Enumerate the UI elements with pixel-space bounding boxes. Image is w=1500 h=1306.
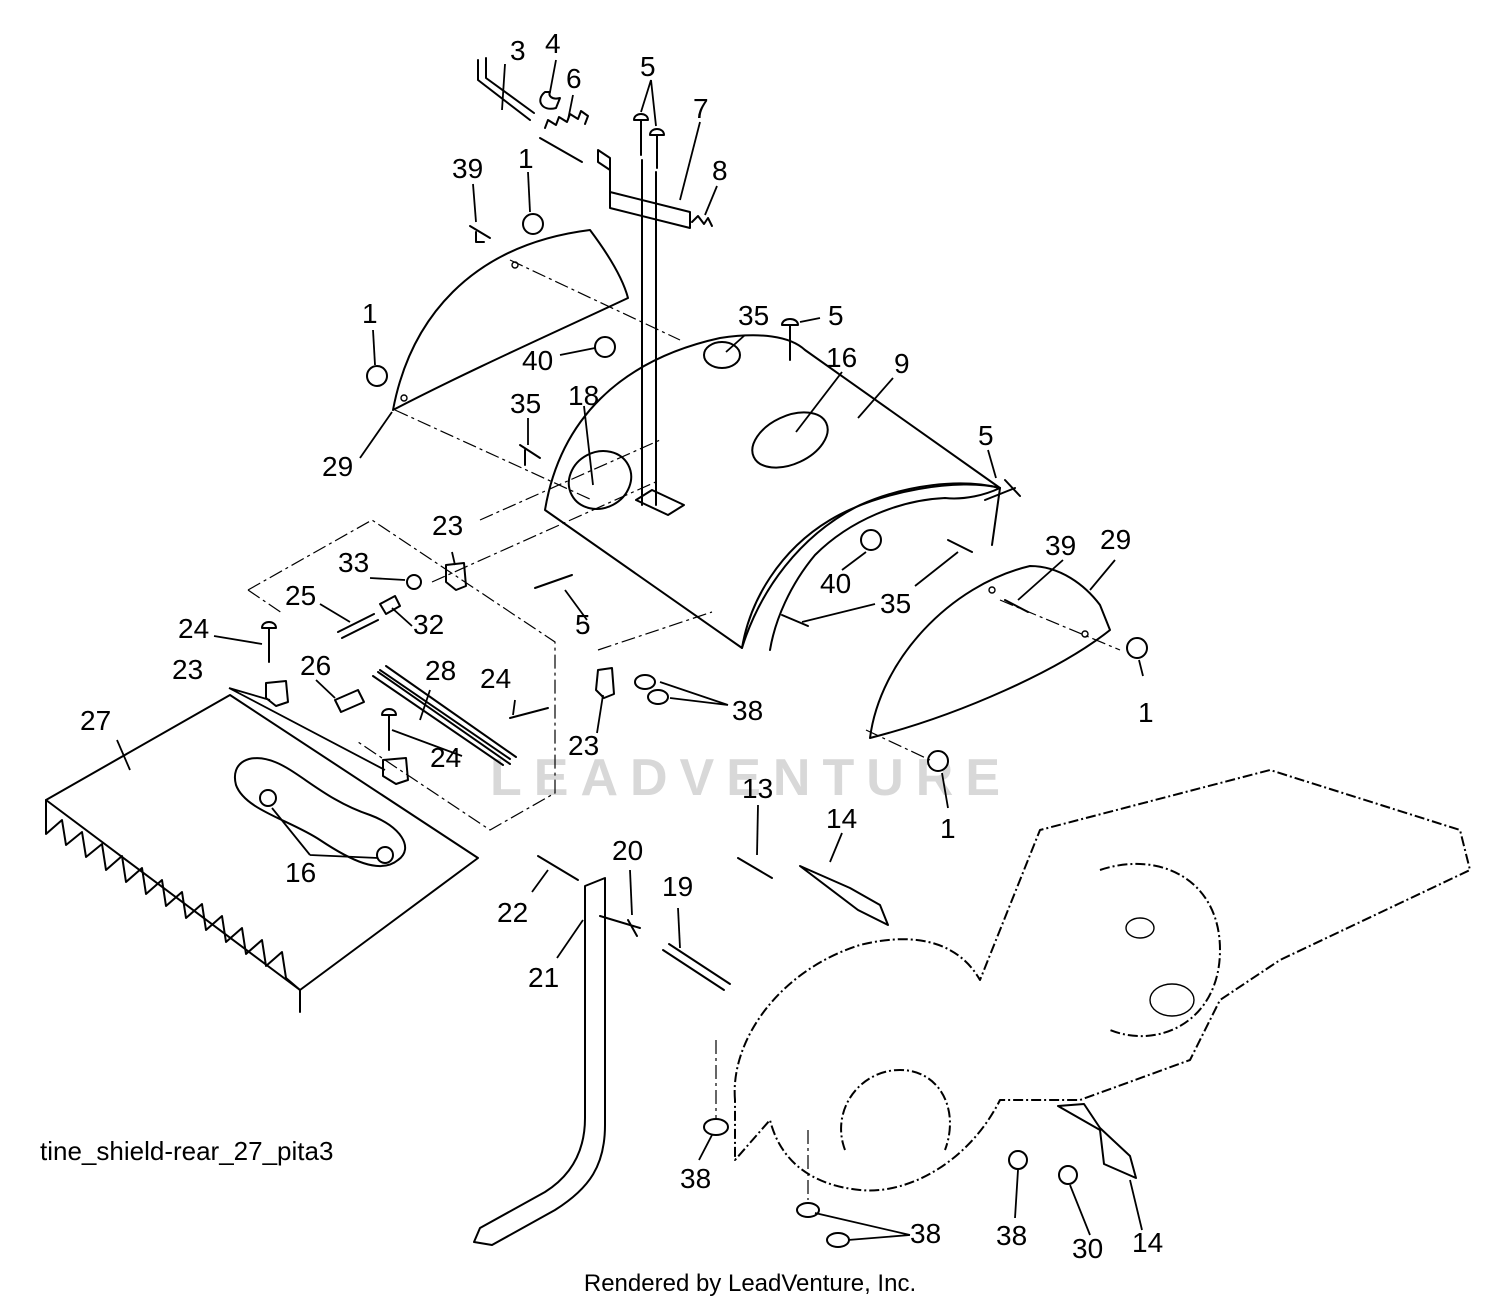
callout-29: 29 — [1100, 524, 1131, 555]
callout-38: 38 — [680, 1163, 711, 1194]
callout-38: 38 — [996, 1220, 1027, 1251]
callout-6: 6 — [566, 63, 582, 94]
callout-5: 5 — [978, 420, 994, 451]
tiller-housing — [733, 769, 1471, 1192]
callout-32: 32 — [413, 609, 444, 640]
tine-shield — [544, 334, 1001, 651]
callout-33: 33 — [338, 547, 369, 578]
callout-35: 35 — [880, 588, 911, 619]
callout-8: 8 — [712, 155, 728, 186]
callout-9: 9 — [894, 348, 910, 379]
assembly-lines — [247, 259, 1121, 1200]
callout-21: 21 — [528, 962, 559, 993]
carriage-bolts-top — [633, 113, 799, 361]
callout-23: 23 — [172, 654, 203, 685]
callout-14: 14 — [826, 803, 857, 834]
callout-39: 39 — [452, 153, 483, 184]
callout-40: 40 — [820, 568, 851, 599]
render-credit: Rendered by LeadVenture, Inc. — [583, 1270, 917, 1297]
callout-24: 24 — [480, 663, 511, 694]
callout-20: 20 — [612, 835, 643, 866]
hardware — [261, 213, 1148, 1248]
callout-23: 23 — [432, 510, 463, 541]
rod-28 — [377, 665, 517, 765]
callout-38: 38 — [910, 1218, 941, 1249]
watermark-text: LEADVENTURE — [490, 749, 1013, 807]
callout-27: 27 — [80, 705, 111, 736]
callout-40: 40 — [522, 345, 553, 376]
rear-flap — [45, 694, 479, 1013]
callout-14: 14 — [1132, 1227, 1163, 1258]
callout-24: 24 — [178, 613, 209, 644]
lever-assembly — [477, 57, 713, 229]
callout-5: 5 — [640, 51, 656, 82]
callout-16: 16 — [285, 857, 316, 888]
callout-19: 19 — [662, 871, 693, 902]
leader-lines — [116, 59, 1144, 1241]
side-plate-right — [869, 565, 1111, 739]
callout-28: 28 — [425, 655, 456, 686]
callout-39: 39 — [1045, 530, 1076, 561]
callout-7: 7 — [693, 93, 709, 124]
callout-38: 38 — [732, 695, 763, 726]
depth-bar — [473, 877, 606, 1246]
callout-22: 22 — [497, 897, 528, 928]
diagram-caption: tine_shield-rear_27_pita3 — [40, 1136, 334, 1166]
callout-1: 1 — [518, 143, 534, 174]
callout-5: 5 — [828, 300, 844, 331]
callout-35: 35 — [738, 300, 769, 331]
side-plate-left — [392, 229, 629, 411]
callout-25: 25 — [285, 580, 316, 611]
callout-16: 16 — [826, 342, 857, 373]
callout-4: 4 — [545, 28, 561, 59]
callout-30: 30 — [1072, 1233, 1103, 1264]
callout-35: 35 — [510, 388, 541, 419]
callout-24: 24 — [430, 742, 461, 773]
rod-link — [635, 489, 685, 516]
callout-13: 13 — [742, 773, 773, 804]
callout-18: 18 — [568, 380, 599, 411]
callout-5: 5 — [575, 609, 591, 640]
callout-23: 23 — [568, 730, 599, 761]
callout-3: 3 — [510, 35, 526, 66]
callout-26: 26 — [300, 650, 331, 681]
callout-29: 29 — [322, 451, 353, 482]
callouts: 3 4 6 5 7 8 39 1 1 29 40 35 5 16 9 35 18… — [80, 28, 1163, 1264]
callout-1: 1 — [940, 813, 956, 844]
callout-1: 1 — [362, 298, 378, 329]
callout-1: 1 — [1138, 697, 1154, 728]
